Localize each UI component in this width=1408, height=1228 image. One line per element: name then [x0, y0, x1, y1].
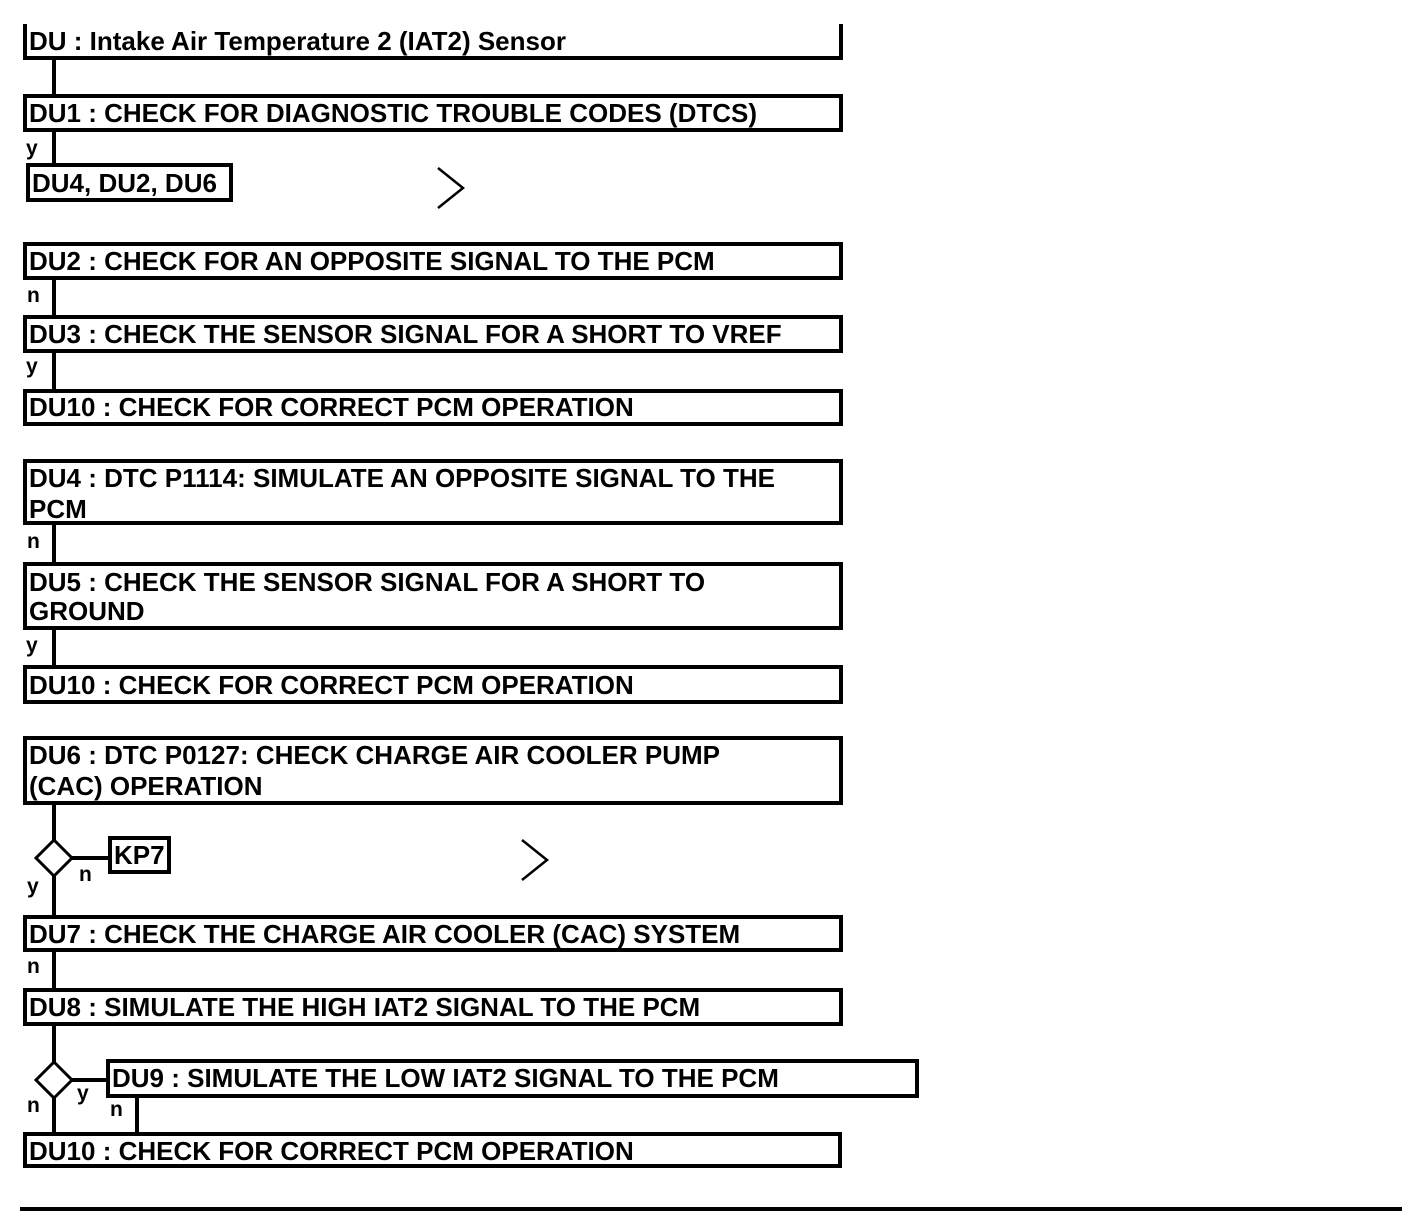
goto-box-kp7-label: KP7: [114, 840, 165, 870]
goto-box-kp7[interactable]: KP7: [108, 836, 171, 874]
decision-diamond-icon[interactable]: [33, 1059, 75, 1101]
step-du8-label: DU8 : SIMULATE THE HIGH IAT2 SIGNAL TO T…: [29, 992, 700, 1022]
branch-du9-no: n: [110, 1098, 123, 1121]
step-du5-label-line2: GROUND: [29, 596, 145, 626]
step-du4-label-line1: DU4 : DTC P1114: SIMULATE AN OPPOSITE SI…: [29, 463, 775, 493]
branch-du6-decision-yes: y: [27, 875, 39, 898]
step-du10-b-label: DU10 : CHECK FOR CORRECT PCM OPERATION: [29, 670, 634, 700]
page-title: DU : Intake Air Temperature 2 (IAT2) Sen…: [29, 26, 566, 56]
step-du10-a[interactable]: DU10 : CHECK FOR CORRECT PCM OPERATION: [23, 389, 843, 426]
decision-diamond-icon[interactable]: [33, 837, 75, 879]
step-du6-label-line2: (CAC) OPERATION: [29, 771, 263, 801]
step-du3[interactable]: DU3 : CHECK THE SENSOR SIGNAL FOR A SHOR…: [23, 315, 843, 353]
step-du7[interactable]: DU7 : CHECK THE CHARGE AIR COOLER (CAC) …: [23, 915, 843, 952]
chevron-right-icon: [521, 839, 550, 881]
branch-du8-decision-no: n: [27, 1094, 40, 1117]
branch-du2-no: n: [27, 284, 40, 307]
goto-box-label: DU4, DU2, DU6: [32, 168, 217, 198]
goto-box-du4-du2-du6[interactable]: DU4, DU2, DU6: [26, 163, 233, 202]
step-du1-label: DU1 : CHECK FOR DIAGNOSTIC TROUBLE CODES…: [29, 98, 757, 128]
step-du4[interactable]: DU4 : DTC P1114: SIMULATE AN OPPOSITE SI…: [23, 459, 843, 525]
step-du1[interactable]: DU1 : CHECK FOR DIAGNOSTIC TROUBLE CODES…: [23, 94, 843, 132]
step-du10-c[interactable]: DU10 : CHECK FOR CORRECT PCM OPERATION: [23, 1132, 842, 1168]
step-du6-label-line1: DU6 : DTC P0127: CHECK CHARGE AIR COOLER…: [29, 740, 720, 770]
branch-du6-decision-no: n: [79, 863, 92, 886]
branch-du8-decision-yes: y: [77, 1082, 89, 1105]
step-du9-label: DU9 : SIMULATE THE LOW IAT2 SIGNAL TO TH…: [112, 1063, 779, 1093]
step-du3-label: DU3 : CHECK THE SENSOR SIGNAL FOR A SHOR…: [29, 319, 782, 349]
step-du10-a-label: DU10 : CHECK FOR CORRECT PCM OPERATION: [29, 392, 634, 422]
branch-du4-no: n: [27, 530, 40, 553]
branch-du5-yes: y: [26, 634, 38, 657]
step-du2-label: DU2 : CHECK FOR AN OPPOSITE SIGNAL TO TH…: [29, 246, 715, 276]
header-box: DU : Intake Air Temperature 2 (IAT2) Sen…: [23, 24, 843, 60]
step-du7-label: DU7 : CHECK THE CHARGE AIR COOLER (CAC) …: [29, 919, 740, 949]
branch-du1-yes: y: [26, 137, 38, 160]
branch-du7-no: n: [27, 955, 40, 978]
step-du6[interactable]: DU6 : DTC P0127: CHECK CHARGE AIR COOLER…: [23, 736, 843, 805]
branch-du3-yes: y: [26, 355, 38, 378]
step-du4-label-line2: PCM: [29, 494, 87, 524]
step-du5[interactable]: DU5 : CHECK THE SENSOR SIGNAL FOR A SHOR…: [23, 562, 843, 630]
step-du10-c-label: DU10 : CHECK FOR CORRECT PCM OPERATION: [29, 1136, 634, 1166]
step-du5-label-line1: DU5 : CHECK THE SENSOR SIGNAL FOR A SHOR…: [29, 567, 705, 597]
step-du8[interactable]: DU8 : SIMULATE THE HIGH IAT2 SIGNAL TO T…: [23, 988, 843, 1026]
step-du9[interactable]: DU9 : SIMULATE THE LOW IAT2 SIGNAL TO TH…: [106, 1059, 919, 1098]
step-du2[interactable]: DU2 : CHECK FOR AN OPPOSITE SIGNAL TO TH…: [23, 242, 843, 280]
connectors: [52, 58, 139, 1134]
step-du10-b[interactable]: DU10 : CHECK FOR CORRECT PCM OPERATION: [23, 665, 843, 704]
chevron-right-icon: [437, 167, 466, 209]
